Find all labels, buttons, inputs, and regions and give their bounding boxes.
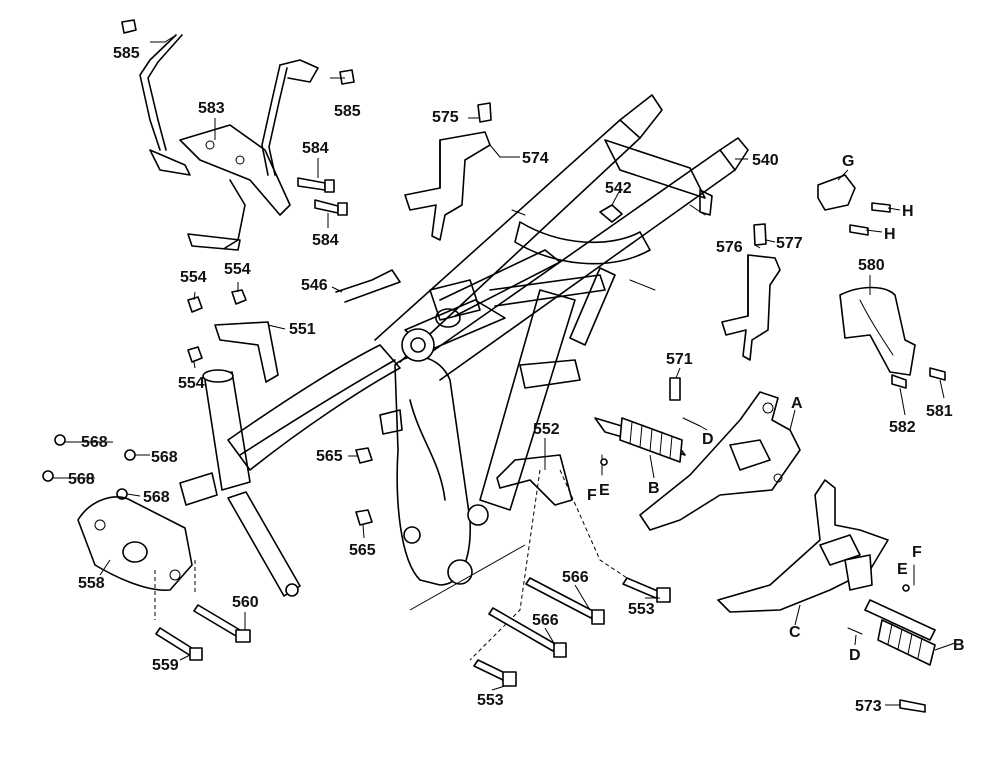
callout-D2: D [849, 647, 861, 664]
callout-575: 575 [432, 109, 459, 126]
part-551-bracket [214, 321, 279, 383]
callout-542: 542 [605, 180, 632, 197]
callout-571: 571 [666, 351, 693, 368]
part-558-bracket [77, 496, 196, 620]
callout-576: 576 [716, 239, 743, 256]
callout-B2: B [953, 637, 965, 654]
callout-565a: 565 [316, 448, 343, 465]
part-b-footpeg-right [847, 599, 936, 666]
part-573-bolt [899, 699, 926, 713]
callout-573: 573 [855, 698, 882, 715]
callout-568a: 568 [81, 434, 108, 451]
small-pins [600, 454, 915, 592]
callout-C: C [789, 624, 801, 641]
leader-lines [53, 34, 956, 706]
callout-566a: 566 [562, 569, 589, 586]
callout-559: 559 [152, 657, 179, 674]
callout-F1: F [587, 487, 597, 504]
callout-553b: 553 [477, 692, 504, 709]
part-b-footpeg-left [594, 417, 701, 463]
callout-580: 580 [858, 257, 885, 274]
callout-H2: H [884, 226, 896, 243]
callout-560: 560 [232, 594, 259, 611]
part-568-nuts [42, 434, 136, 500]
part-553-566-bolts [473, 577, 671, 687]
part-542-grommet [599, 204, 623, 223]
callout-584a: 584 [302, 140, 329, 157]
callout-554c: 554 [178, 375, 205, 392]
callout-568c: 568 [68, 471, 95, 488]
callout-D1: D [702, 431, 714, 448]
part-c-footpeg-bracket [717, 479, 889, 613]
part-571-bolt [669, 377, 681, 401]
part-576-bracket [721, 223, 781, 361]
part-581-582-bolts [891, 367, 946, 389]
callout-581: 581 [926, 403, 953, 420]
callout-566b: 566 [532, 612, 559, 629]
callout-H1: H [902, 203, 914, 220]
part-565-nuts [355, 447, 373, 526]
callout-G: G [842, 153, 854, 170]
callout-546: 546 [301, 277, 328, 294]
callout-565b: 565 [349, 542, 376, 559]
callout-554b: 554 [224, 261, 251, 278]
callout-577: 577 [776, 235, 803, 252]
part-559-560-bolts [155, 604, 251, 661]
callout-A: A [791, 395, 803, 412]
callout-B1: B [648, 480, 660, 497]
callout-568b: 568 [151, 449, 178, 466]
part-583-bracket [139, 34, 319, 251]
main-frame [179, 94, 749, 597]
part-546-clip [335, 269, 401, 303]
callout-540: 540 [752, 152, 779, 169]
callout-582: 582 [889, 419, 916, 436]
callout-584b: 584 [312, 232, 339, 249]
callout-585b: 585 [334, 103, 361, 120]
part-g-clip [817, 174, 891, 236]
callout-585a: 585 [113, 45, 140, 62]
part-554-nuts [187, 289, 247, 363]
callout-E2: E [897, 561, 908, 578]
callout-558: 558 [78, 575, 105, 592]
callout-E1: E [599, 482, 610, 499]
part-552-bracket [409, 454, 631, 661]
callout-574: 574 [522, 150, 549, 167]
callout-583: 583 [198, 100, 225, 117]
callout-552: 552 [533, 421, 560, 438]
callout-labels: 585 585 583 584 584 575 574 540 542 546 … [68, 45, 965, 715]
part-585-bolts [121, 19, 355, 85]
callout-F2: F [912, 544, 922, 561]
part-580-cover [839, 286, 916, 376]
callout-551: 551 [289, 321, 316, 338]
callout-568d: 568 [143, 489, 170, 506]
callout-553a: 553 [628, 601, 655, 618]
part-584-bolts [297, 177, 348, 216]
callout-554a: 554 [180, 269, 207, 286]
part-a-footpeg-bracket [639, 391, 801, 531]
